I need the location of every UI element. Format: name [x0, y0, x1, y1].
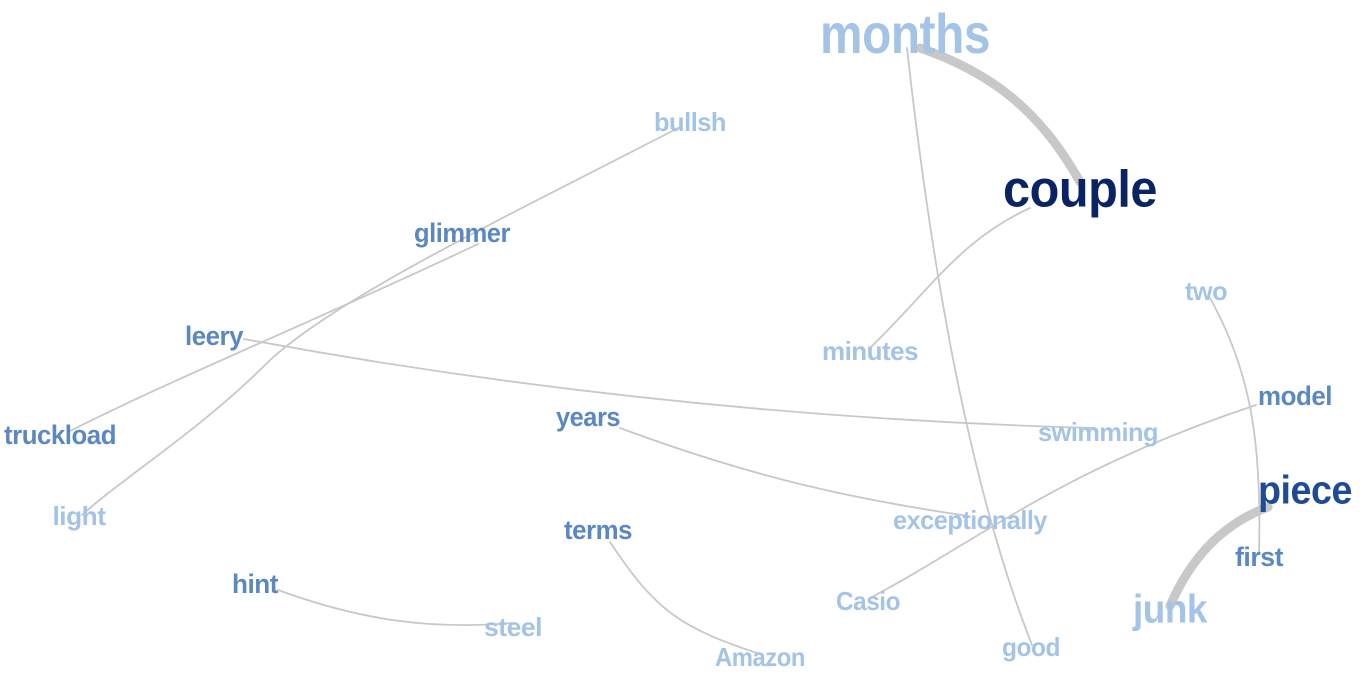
node-minutes[interactable]: minutes [822, 336, 919, 366]
node-first[interactable]: first [1235, 542, 1284, 572]
node-model[interactable]: model [1258, 381, 1333, 411]
node-junk[interactable]: junk [1132, 588, 1209, 632]
node-swimming[interactable]: swimming [1038, 417, 1159, 447]
node-couple[interactable]: couple [1003, 161, 1158, 219]
node-piece[interactable]: piece [1258, 469, 1353, 513]
edge-months-good [906, 47, 1033, 646]
nodes-layer: months couple bullsh glimmer leery truck… [4, 2, 1353, 672]
node-exceptionally[interactable]: exceptionally [893, 505, 1049, 535]
node-months[interactable]: months [820, 2, 991, 65]
edge-model-casio [869, 404, 1257, 599]
node-years[interactable]: years [556, 402, 621, 432]
edges-layer [67, 43, 1273, 655]
edge-months-couple [915, 43, 1085, 187]
node-terms[interactable]: terms [564, 515, 633, 545]
node-casio[interactable]: Casio [836, 586, 901, 616]
edge-hint-steel [277, 589, 513, 627]
node-glimmer[interactable]: glimmer [414, 218, 511, 248]
edge-years-exceptionally [619, 427, 969, 517]
node-bullsh[interactable]: bullsh [654, 107, 727, 137]
node-light[interactable]: light [53, 501, 107, 531]
edge-terms-amazon [609, 541, 761, 655]
node-steel[interactable]: steel [484, 612, 543, 642]
node-hint[interactable]: hint [232, 569, 279, 599]
node-good[interactable]: good [1002, 632, 1061, 662]
edge-glimmer-truckload [67, 243, 479, 433]
edge-bullsh-light [81, 127, 679, 516]
node-two[interactable]: two [1185, 276, 1228, 306]
node-truckload[interactable]: truckload [4, 420, 117, 450]
edge-leery-swimming [243, 338, 1095, 429]
node-amazon[interactable]: Amazon [715, 642, 806, 672]
node-leery[interactable]: leery [185, 321, 244, 351]
edge-couple-minutes [869, 207, 1031, 349]
edge-piece-junk [1165, 502, 1273, 611]
